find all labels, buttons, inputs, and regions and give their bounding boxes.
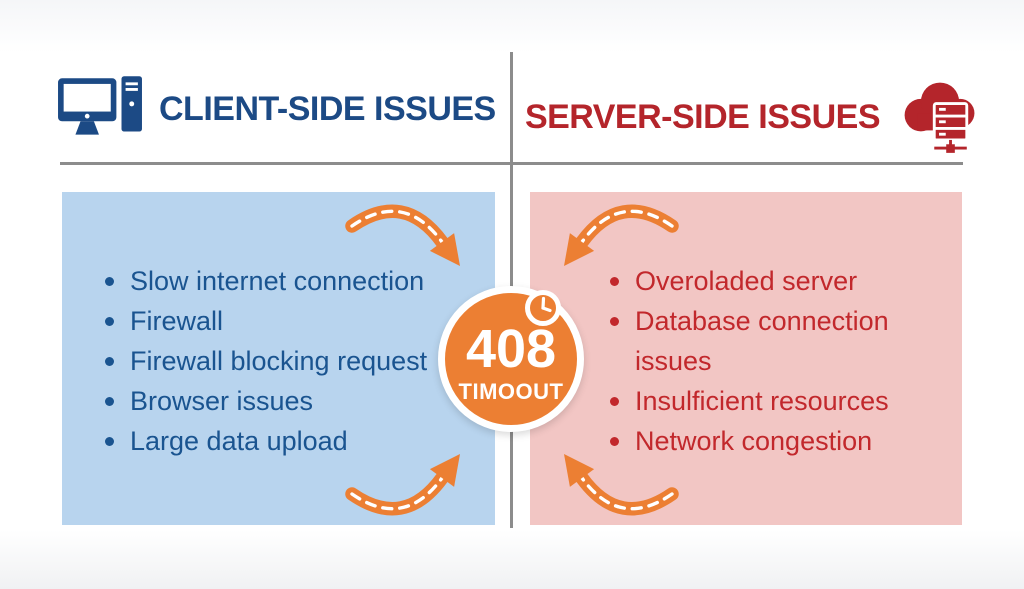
client-issue-item: Firewall blocking request <box>103 341 488 381</box>
desktop-computer-icon <box>58 76 142 135</box>
server-header: SERVER-SIDE ISSUES <box>525 76 984 158</box>
server-title: SERVER-SIDE ISSUES <box>524 97 881 136</box>
client-header: CLIENT-SIDE ISSUES <box>57 76 496 142</box>
status-badge-408: 408 TIMOOUT <box>438 286 584 432</box>
clock-icon <box>523 288 563 328</box>
client-issue-list: Slow internet connection Firewall Firewa… <box>103 261 488 461</box>
server-issue-item: Insulficient resources <box>608 381 926 421</box>
status-code: 408 <box>465 319 557 380</box>
client-issue-item: Firewall <box>103 301 488 341</box>
server-issue-item: Overoladed server <box>608 261 926 301</box>
server-issue-item: Database connection issues <box>608 301 926 381</box>
server-issue-list: Overoladed server Database connection is… <box>608 261 926 461</box>
client-title: CLIENT-SIDE ISSUES <box>159 89 496 128</box>
cloud-server-icon <box>904 82 975 153</box>
client-issue-item: Large data upload <box>103 421 488 461</box>
status-label: TIMOOUT <box>458 379 564 405</box>
server-issue-item: Network congestion <box>608 421 926 461</box>
client-issue-item: Browser issues <box>103 381 488 421</box>
client-issue-item: Slow internet connection <box>103 261 488 301</box>
